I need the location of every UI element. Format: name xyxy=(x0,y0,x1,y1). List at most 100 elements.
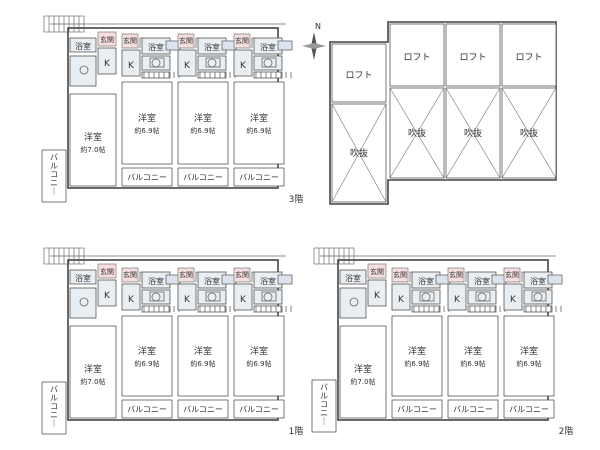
entrance-label: 玄関 xyxy=(123,270,137,279)
bathroom-label: 浴室 xyxy=(418,276,434,286)
north-arrow: N xyxy=(302,22,326,60)
room-label: 洋室 xyxy=(194,345,212,357)
washbasin-icon xyxy=(261,291,277,302)
loft-area xyxy=(389,23,445,87)
balcony-label: バルコニー xyxy=(127,405,167,414)
balcony-label: バルコニー xyxy=(183,173,223,182)
western-room xyxy=(69,93,117,187)
kitchen-area xyxy=(97,47,117,75)
washroom xyxy=(523,289,553,305)
closet-frame xyxy=(467,305,497,313)
void-area-diag-b xyxy=(501,87,557,179)
washbasin-icon xyxy=(261,57,277,68)
bathroom xyxy=(69,37,97,53)
room-label: 洋室 xyxy=(84,363,102,375)
stairs-icon xyxy=(43,15,85,33)
washroom xyxy=(197,289,227,305)
entrance-label: 玄関 xyxy=(235,36,249,45)
room-size-label: 約6.9帖 xyxy=(460,359,485,368)
balcony xyxy=(233,167,285,187)
void-area-diag-b xyxy=(331,103,387,203)
loft-area xyxy=(445,23,501,87)
entrance-area xyxy=(121,33,139,49)
room-label: 洋室 xyxy=(250,112,268,124)
void-area-diag-b xyxy=(389,87,445,179)
closet xyxy=(197,71,236,79)
kitchen-label: K xyxy=(184,61,191,71)
bathtub-icon xyxy=(277,40,293,51)
balcony-label: バルコニー xyxy=(453,405,493,414)
entrance-area xyxy=(503,267,521,283)
room-size-label: 約6.9帖 xyxy=(246,126,271,135)
void-label: 吹抜 xyxy=(520,127,538,139)
entrance-area xyxy=(121,267,139,283)
washroom xyxy=(69,55,97,87)
toilet-icon xyxy=(79,297,89,307)
washroom xyxy=(69,287,97,319)
entrance-label: 玄関 xyxy=(393,270,407,279)
side-balcony: バルコニ｜ xyxy=(41,381,67,435)
north-label: N xyxy=(315,22,321,31)
floor-label: 3階 xyxy=(289,194,304,205)
room-label: 洋室 xyxy=(408,345,426,357)
washbasin-icon xyxy=(419,291,435,302)
room-size-label: 約6.9帖 xyxy=(190,359,215,368)
western-room xyxy=(121,81,173,165)
bathroom xyxy=(339,269,367,285)
balcony-label: バルコニー xyxy=(239,173,279,182)
washroom xyxy=(141,289,171,305)
western-room xyxy=(503,315,555,397)
bathroom-label: 浴室 xyxy=(260,42,276,52)
balcony-label: バルコニー xyxy=(183,405,223,414)
room-size-label: 約6.9帖 xyxy=(134,359,159,368)
entrance-label: 玄関 xyxy=(100,35,114,44)
side-balcony: バルコニ｜ xyxy=(311,379,337,433)
closet xyxy=(253,305,292,313)
kitchen-label: K xyxy=(128,295,135,305)
balcony xyxy=(41,381,67,435)
entrance-label: 玄関 xyxy=(100,267,114,276)
loft-outline xyxy=(329,21,557,205)
loft-label: ロフト xyxy=(345,71,372,81)
closet xyxy=(141,71,180,79)
void-label: 吹抜 xyxy=(408,127,426,139)
kitchen-area xyxy=(447,283,467,311)
western-room xyxy=(391,315,443,397)
closet xyxy=(197,305,236,313)
closet xyxy=(253,71,292,79)
bathroom-label: 浴室 xyxy=(148,42,164,52)
closet-frame xyxy=(253,305,283,313)
bathtub-icon xyxy=(277,274,293,285)
entrance-label: 玄関 xyxy=(370,267,384,276)
bathroom-label: 浴室 xyxy=(75,41,91,51)
room-label: 洋室 xyxy=(354,363,372,375)
western-room xyxy=(121,315,173,397)
room-size-label: 約7.0帖 xyxy=(350,377,375,386)
loft-area xyxy=(331,43,387,103)
bathroom-label: 浴室 xyxy=(345,273,361,283)
entrance-area xyxy=(233,267,251,283)
room-label: 洋室 xyxy=(138,112,156,124)
entrance-label: 玄関 xyxy=(179,270,193,279)
floor-2f: 浴室玄関K洋室約7.0帖バルコニ｜玄関浴室K洋室約6.9帖バルコニー玄関浴室K洋… xyxy=(311,247,573,437)
room-label: 洋室 xyxy=(138,345,156,357)
room-size-label: 約7.0帖 xyxy=(80,377,105,386)
entrance-area xyxy=(97,31,117,47)
washroom xyxy=(467,289,497,305)
kitchen-area xyxy=(233,283,253,311)
kitchen-label: K xyxy=(240,61,247,71)
western-room xyxy=(447,315,499,397)
entrance-area xyxy=(447,267,465,283)
bathroom-label: 浴室 xyxy=(530,276,546,286)
washbasin-icon xyxy=(205,57,221,68)
balcony xyxy=(311,379,337,433)
kitchen-area xyxy=(121,49,141,77)
balcony-label: バルコニー xyxy=(509,405,549,414)
room-size-label: 約6.9帖 xyxy=(516,359,541,368)
loft-area xyxy=(501,23,557,87)
washroom xyxy=(253,289,283,305)
loft-label: ロフト xyxy=(515,53,542,63)
balcony xyxy=(177,399,229,419)
